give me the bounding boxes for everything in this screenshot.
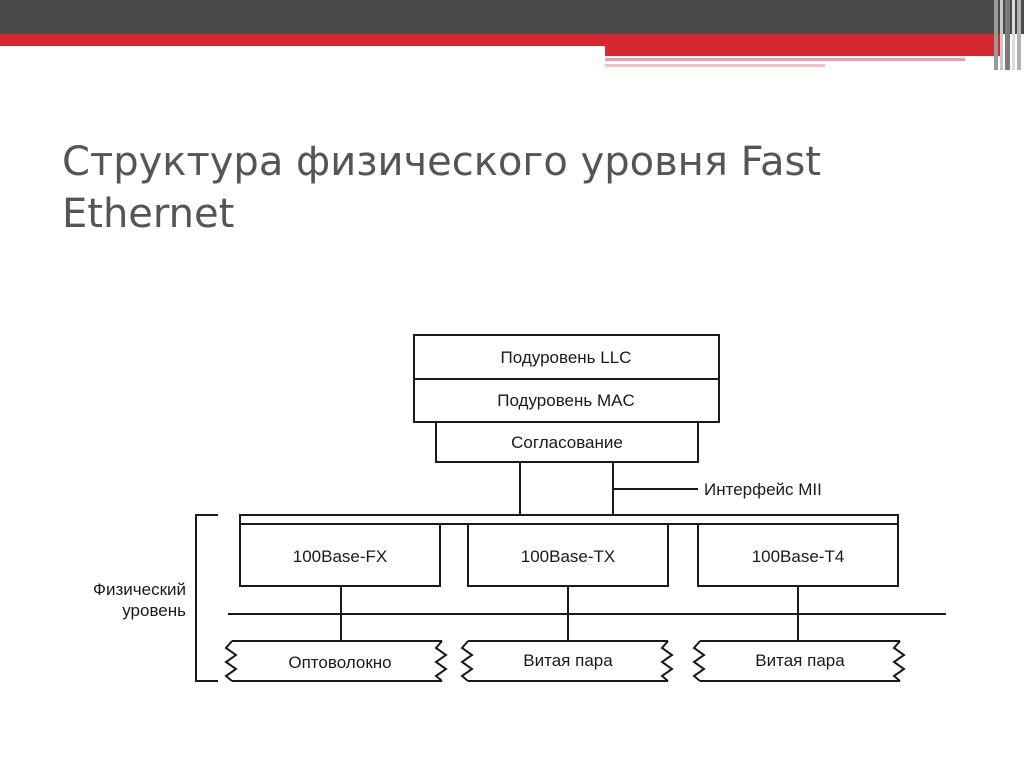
physical-layer-label-line2: уровень	[122, 601, 186, 620]
medium-label-twisted-pair-tx: Витая пара	[523, 651, 613, 670]
mii-bus	[239, 514, 899, 525]
reconciliation-label: Согласование	[511, 433, 623, 452]
header-edge-stripes	[994, 0, 1024, 70]
medium-twisted-pair-tx	[460, 640, 674, 682]
phy-label-t4: 100Base-T4	[752, 547, 845, 566]
header-pink-line-short	[605, 64, 825, 67]
medium-fiber	[224, 640, 448, 682]
phy-label-tx: 100Base-TX	[521, 547, 616, 566]
medium-label-twisted-pair-t4: Витая пара	[755, 651, 845, 670]
header-red-bar	[0, 34, 1000, 46]
medium-twisted-pair-t4	[692, 640, 906, 682]
header-red-accent	[605, 46, 1000, 56]
header-pink-line	[605, 58, 965, 61]
slide-title: Структура физического уровня Fast Ethern…	[62, 139, 821, 237]
mii-interface-label: Интерфейс MII	[704, 480, 822, 499]
header-dark-bar	[0, 0, 1024, 34]
mac-label: Подуровень MAC	[497, 391, 634, 410]
phy-label-fx: 100Base-FX	[293, 547, 388, 566]
llc-label: Подуровень LLC	[501, 348, 632, 367]
physical-layer-bracket	[195, 514, 218, 682]
physical-layer-label-line1: Физический	[93, 580, 186, 599]
medium-label-fiber: Оптоволокно	[288, 653, 391, 672]
reconciliation-box	[435, 421, 699, 463]
